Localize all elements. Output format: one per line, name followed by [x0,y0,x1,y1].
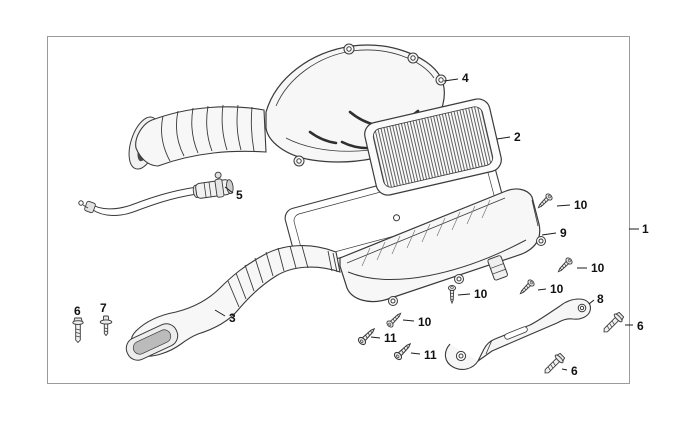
part-screw-10-b [555,256,574,275]
tube-end-cap [84,200,96,214]
duct-mouth [125,323,179,361]
leader-line-10c [537,288,547,291]
part-bolt-7 [99,315,113,336]
callout-10-a: 10 [574,198,588,212]
leader-line-2 [496,136,511,140]
leader-line-10a [556,204,571,207]
part-screw-10-d [447,285,457,304]
part-screw-11-a [356,325,378,347]
part-screw-10-c [517,278,536,297]
callout-10-c: 10 [550,282,564,296]
callout-6-c: 6 [571,364,578,378]
callout-6-b: 6 [637,319,644,333]
callout-11-b: 11 [424,348,437,362]
leader-line-11b [410,352,421,355]
part-filter-element [364,98,502,196]
callout-4: 4 [462,71,469,85]
callout-10-e: 10 [418,315,432,329]
case-shading [361,199,491,267]
leader-lines [214,78,639,371]
callout-7: 7 [100,301,107,315]
part-drain-tube [78,171,234,216]
leader-line-8 [588,299,595,305]
tube-valve-fitting [192,171,234,199]
case-body [339,188,541,303]
bracket-slot [504,326,528,340]
callout-9: 9 [560,226,567,240]
part-bolt-6-c [540,351,567,378]
tube-clip [78,200,84,206]
leader-line-4 [443,78,459,82]
callout-1: 1 [642,222,649,236]
part-bolt-6-b [599,310,626,337]
leader-line-3 [214,309,226,317]
leader-line-9 [541,232,557,236]
cover-mount-tabs [293,43,447,167]
case-drain-port [487,255,508,281]
callout-2: 2 [514,130,521,144]
leader-line-11a [370,336,381,339]
leader-line-5 [224,186,234,194]
leader-line-6c [561,368,568,371]
leader-line-10e [402,319,415,322]
part-bolt-6-a [72,317,84,343]
leader-line-10d [457,293,471,296]
callout-8: 8 [597,292,604,306]
snorkel-ribs [161,104,255,162]
part-screw-10-e [385,310,404,329]
callout-3: 3 [229,311,236,325]
part-screw-10-a [535,192,554,211]
part-intake-duct [125,245,341,361]
part-air-cleaner-case [339,188,546,306]
case-mount-tabs [388,236,546,306]
figure-border [47,36,630,384]
part-bracket [444,298,591,370]
callout-5: 5 [236,188,243,202]
callout-11-a: 11 [384,331,397,345]
callout-6-a: 6 [74,304,81,318]
duct-ribs [227,245,338,308]
snorkel-tube [135,106,267,167]
callout-10-b: 10 [591,261,605,275]
callout-labels: 4 2 5 10 1 9 10 10 8 6 7 3 10 10 11 11 6… [74,71,649,378]
callout-10-d: 10 [474,287,488,301]
